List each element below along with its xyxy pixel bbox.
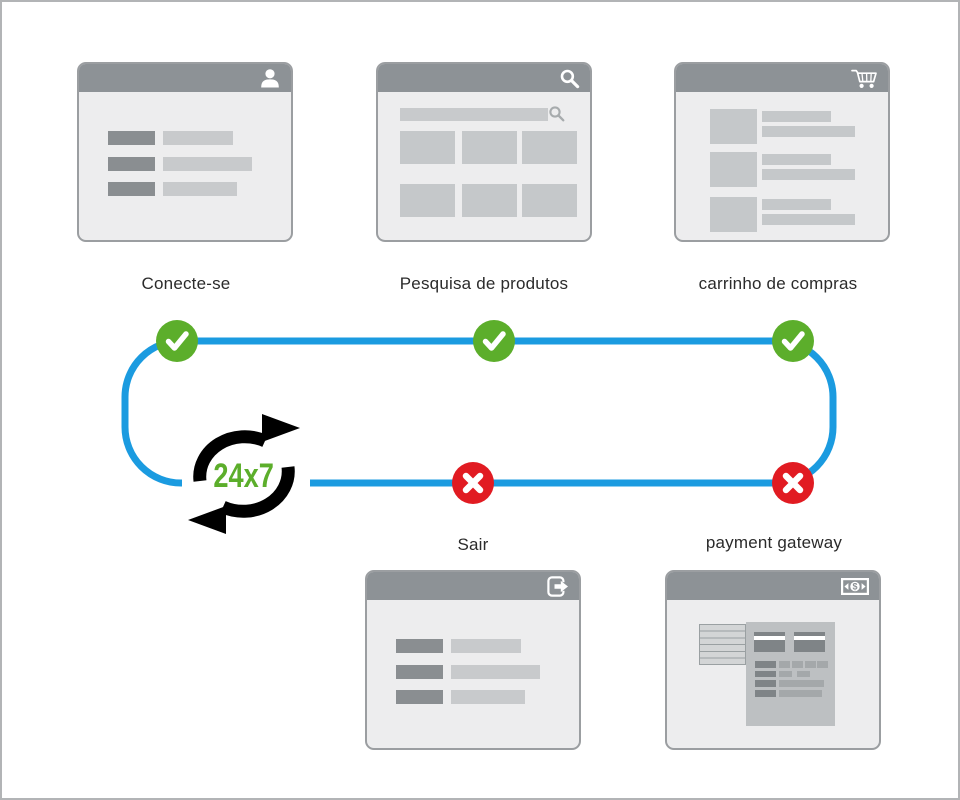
card-stripe: [794, 636, 825, 640]
window-shopping-cart-body: [676, 92, 888, 240]
recycle-24x7-icon: 24x7: [188, 414, 300, 534]
window-product-search-body: [378, 92, 590, 240]
input-line-placeholder: [779, 680, 824, 687]
window-shopping-cart-header: [676, 64, 888, 92]
input-box-placeholder: [792, 661, 803, 668]
product-tile: [400, 131, 455, 164]
window-shopping-cart: [674, 62, 890, 242]
check-icon: [156, 320, 198, 362]
cart-item-thumbnail: [710, 197, 757, 232]
input-line-placeholder: [779, 690, 822, 697]
form-label-placeholder: [755, 690, 776, 697]
input-box-placeholder: [779, 670, 792, 677]
label-shopping-cart: carrinho de compras: [698, 274, 858, 293]
badge-24x7: 24x7: [213, 456, 273, 495]
banknote-icon: $: [841, 577, 869, 595]
user-icon: [261, 69, 279, 88]
error-markers: [452, 462, 814, 504]
check-icon: [772, 320, 814, 362]
form-field-placeholder: [163, 182, 237, 196]
cart-item-text-line: [762, 169, 855, 180]
search-field-icon: [549, 106, 565, 122]
form-label-placeholder: [396, 639, 443, 653]
label-logout: Sair: [457, 535, 489, 554]
window-payment-gateway: $: [665, 570, 881, 750]
credit-card-option: [794, 632, 825, 652]
form-label-placeholder: [396, 665, 443, 679]
cart-item-text-line: [762, 199, 831, 210]
window-login-body: [79, 92, 291, 240]
cart-item-text-line: [762, 111, 831, 122]
form-label-placeholder: [108, 131, 155, 145]
cart-item-thumbnail: [710, 152, 757, 187]
credit-card-option: [754, 632, 785, 652]
shopping-cart-icon: [851, 69, 877, 88]
label-login: Conecte-se: [141, 274, 231, 293]
window-logout: [365, 570, 581, 750]
cart-item-text-line: [762, 126, 855, 137]
window-logout-header: [367, 572, 579, 600]
cross-icon: [772, 462, 814, 504]
order-summary-table: [699, 624, 746, 665]
form-field-placeholder: [451, 665, 540, 679]
form-label-placeholder: [755, 680, 776, 687]
form-label-placeholder: [108, 182, 155, 196]
form-field-placeholder: [163, 157, 252, 171]
form-field-placeholder: [451, 690, 525, 704]
form-field-placeholder: [451, 639, 521, 653]
search-icon: [560, 69, 580, 88]
label-payment-gateway: payment gateway: [705, 533, 843, 552]
form-label-placeholder: [396, 690, 443, 704]
product-tile: [522, 131, 577, 164]
window-login-header: [79, 64, 291, 92]
check-icon: [473, 320, 515, 362]
product-tile: [462, 184, 517, 217]
cross-icon: [452, 462, 494, 504]
dollar-sign: $: [852, 581, 857, 591]
card-stripe: [754, 636, 785, 640]
window-product-search: [376, 62, 592, 242]
form-label-placeholder: [755, 661, 776, 668]
product-tile: [522, 184, 577, 217]
cart-item-thumbnail: [710, 109, 757, 144]
form-label-placeholder: [755, 670, 776, 677]
search-field-placeholder: [400, 108, 548, 121]
product-tile: [462, 131, 517, 164]
form-field-placeholder: [163, 131, 233, 145]
window-login: [77, 62, 293, 242]
window-logout-body: [367, 600, 579, 748]
input-box-placeholder: [797, 670, 810, 677]
cart-item-text-line: [762, 214, 855, 225]
input-box-placeholder: [779, 661, 790, 668]
product-tile: [400, 184, 455, 217]
cart-item-text-line: [762, 154, 831, 165]
success-markers: [156, 320, 814, 362]
label-product-search: Pesquisa de produtos: [399, 274, 569, 293]
window-payment-gateway-body: [667, 600, 879, 748]
input-box-placeholder: [805, 661, 816, 668]
window-product-search-header: [378, 64, 590, 92]
payment-form-panel: [746, 622, 835, 726]
form-label-placeholder: [108, 157, 155, 171]
window-payment-gateway-header: $: [667, 572, 879, 600]
logout-icon: [547, 575, 568, 597]
input-box-placeholder: [817, 661, 828, 668]
